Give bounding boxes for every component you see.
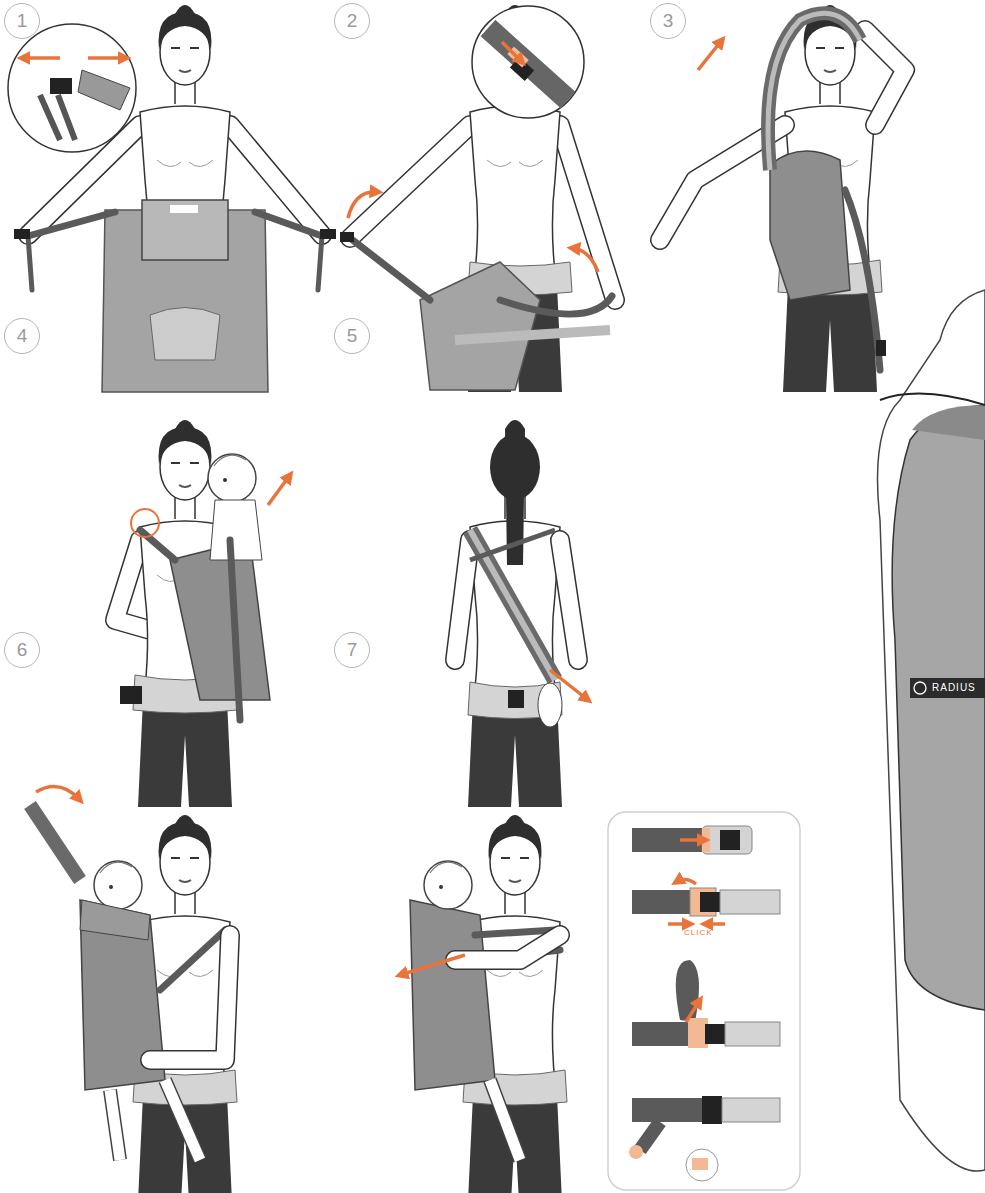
step-number: 7 bbox=[347, 639, 358, 661]
brand-label: RADIUS bbox=[932, 682, 976, 693]
step-number: 1 bbox=[17, 10, 28, 32]
step-number: 6 bbox=[17, 639, 28, 661]
step-number-circle: 5 bbox=[334, 318, 370, 354]
step-number: 4 bbox=[17, 325, 28, 347]
step-number-circle: 3 bbox=[650, 3, 686, 39]
step-number: 2 bbox=[347, 10, 358, 32]
step-number-circle: 1 bbox=[4, 3, 40, 39]
step-number-circle: 2 bbox=[334, 3, 370, 39]
step-number-circle: 4 bbox=[4, 318, 40, 354]
step-number: 5 bbox=[347, 325, 358, 347]
step-number-circle: 7 bbox=[334, 632, 370, 668]
click-label: CLICK bbox=[684, 928, 713, 937]
step-number: 3 bbox=[663, 10, 674, 32]
step-number-circle: 6 bbox=[4, 632, 40, 668]
